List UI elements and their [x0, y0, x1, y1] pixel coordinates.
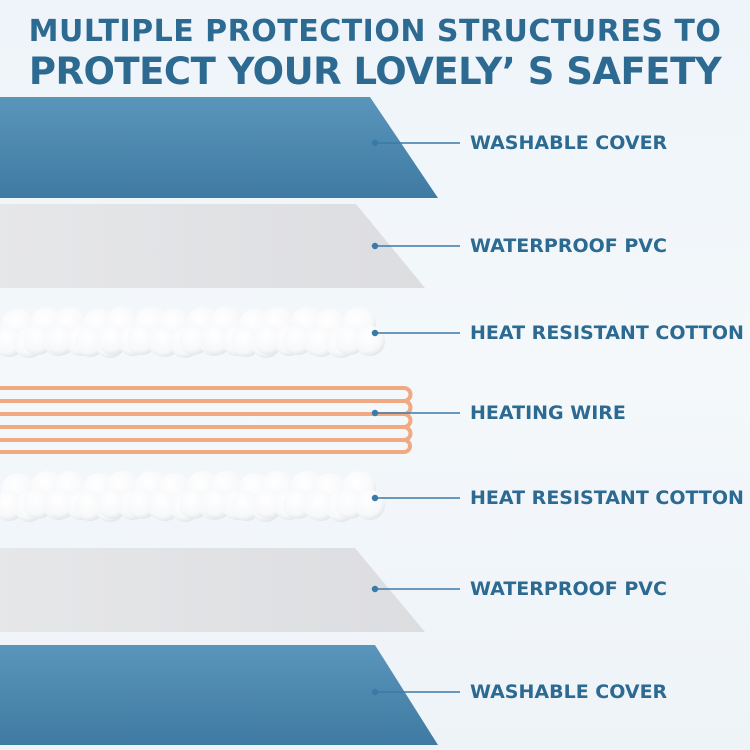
leader-lines: [371, 139, 460, 696]
leader-dot: [371, 242, 379, 250]
washable-cover-layer-bottom: [0, 645, 438, 745]
cotton-puff: [355, 490, 385, 520]
layer-label-washable-cover-bottom: WASHABLE COVER: [470, 681, 668, 703]
layer-label-washable-cover-top: WASHABLE COVER: [470, 132, 668, 154]
leader-dot: [371, 139, 379, 147]
waterproof-pvc-layer-top: [0, 204, 425, 288]
cotton-layer-top: [0, 307, 385, 358]
leader-dot: [371, 329, 379, 337]
heating-wire-bend: [403, 399, 413, 416]
layer-label-waterproof-pvc-bottom: WATERPROOF PVC: [470, 578, 667, 600]
leader-dot: [371, 688, 379, 696]
layer-label-cotton-bottom: HEAT RESISTANT COTTON: [470, 487, 744, 509]
layer-label-cotton-top: HEAT RESISTANT COTTON: [470, 322, 744, 344]
heating-wire-bend: [403, 425, 413, 442]
washable-cover-layer-top: [0, 97, 438, 198]
headline-line-1: MULTIPLE PROTECTION STRUCTURES TO: [28, 14, 722, 49]
leader-dot: [371, 409, 379, 417]
cotton-puff: [355, 326, 385, 356]
cotton-layer-bottom: [0, 471, 385, 522]
waterproof-pvc-layer-bottom: [0, 548, 425, 632]
headline-line-2: PROTECT YOUR LOVELY’ S SAFETY: [28, 50, 722, 93]
leader-dot: [371, 494, 379, 502]
layer-label-waterproof-pvc-top: WATERPROOF PVC: [470, 235, 667, 257]
leader-dot: [371, 585, 379, 593]
heating-wire-layer: [0, 386, 413, 454]
layer-label-heating-wire: HEATING WIRE: [470, 402, 626, 424]
heating-wire-bend: [403, 438, 412, 454]
